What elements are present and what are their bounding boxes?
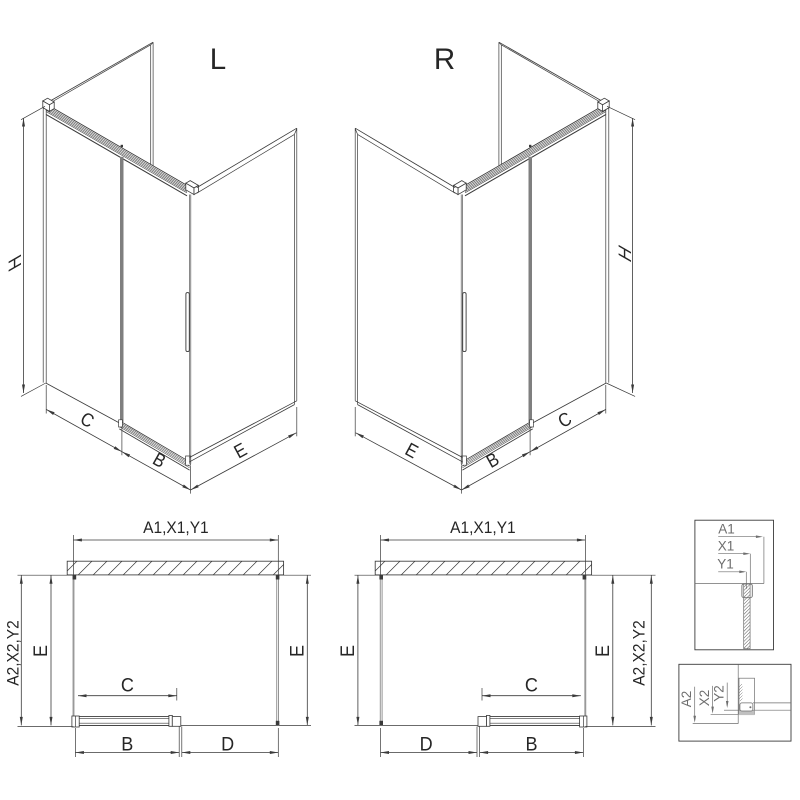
svg-text:A1,X1,Y1: A1,X1,Y1	[143, 520, 209, 538]
svg-text:Y1: Y1	[717, 557, 734, 572]
svg-text:E: E	[286, 645, 308, 657]
svg-text:E: E	[30, 645, 52, 657]
svg-text:A2,X2,Y2: A2,X2,Y2	[631, 620, 649, 686]
svg-text:A1,X1,Y1: A1,X1,Y1	[450, 520, 516, 538]
svg-text:B: B	[525, 733, 537, 755]
svg-text:C: C	[525, 674, 538, 696]
svg-text:R: R	[434, 43, 455, 76]
svg-text:A2: A2	[679, 691, 694, 708]
svg-text:A1: A1	[718, 522, 735, 537]
svg-text:Y2: Y2	[711, 685, 726, 702]
svg-text:X1: X1	[718, 539, 735, 554]
svg-text:A2,X2,Y2: A2,X2,Y2	[5, 620, 23, 686]
svg-text:E: E	[591, 645, 613, 657]
svg-text:B: B	[121, 733, 133, 755]
svg-text:E: E	[336, 645, 358, 657]
svg-text:D: D	[420, 733, 433, 755]
svg-text:L: L	[210, 43, 226, 76]
svg-text:C: C	[121, 674, 134, 696]
svg-text:D: D	[221, 733, 234, 755]
svg-text:X2: X2	[697, 690, 712, 707]
